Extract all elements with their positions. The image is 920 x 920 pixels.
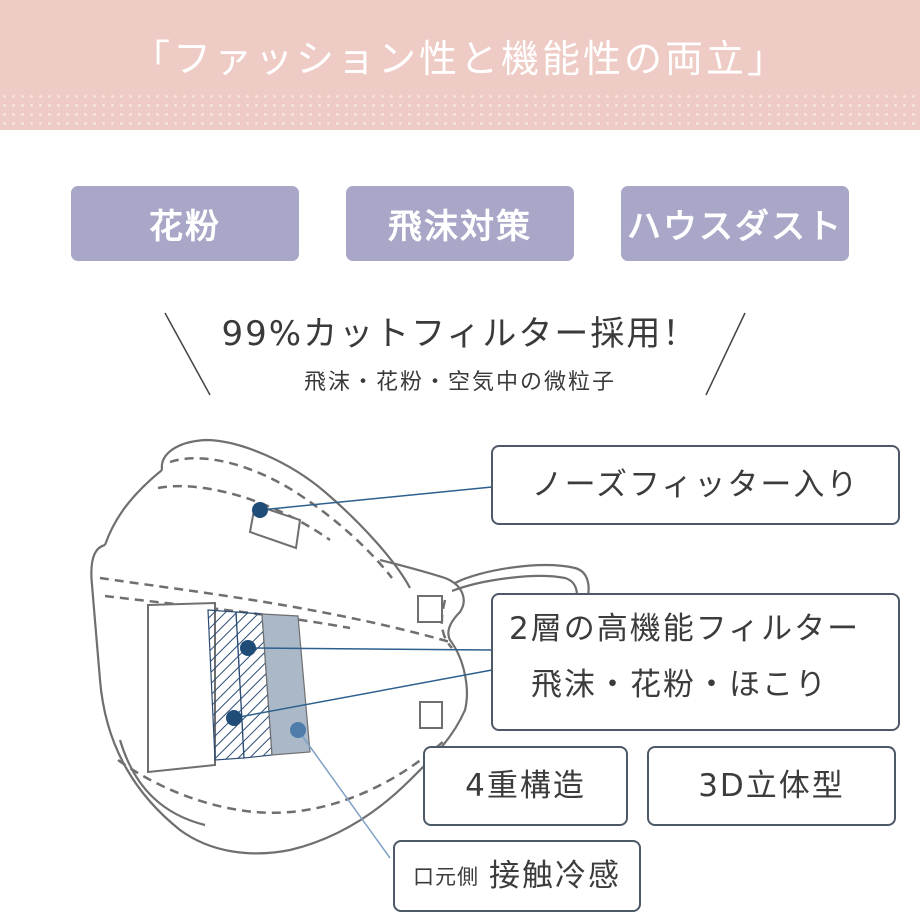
callout-filter-line1: 2層の高機能フィルター <box>509 611 861 647</box>
tag-house-dust: ハウスダスト <box>621 186 849 261</box>
callout-layers-text: 4重構造 <box>465 768 586 804</box>
callout-shape-text: 3D立体型 <box>698 768 845 804</box>
header-banner: 「ファッション性と機能性の両立」 <box>0 0 920 130</box>
callout-inner-prefix: 口元側 <box>413 865 479 889</box>
subline: 飛沫・花粉・空気中の微粒子 <box>303 370 616 395</box>
tag-pollen: 花粉 <box>71 186 299 261</box>
callout-layers: 4重構造 <box>423 746 628 826</box>
callout-inner-main: 接触冷感 <box>489 858 621 894</box>
callout-filter: 2層の高機能フィルター 飛沫・花粉・ほこり <box>491 593 900 731</box>
banner-dot-pattern <box>0 92 920 130</box>
tag-droplet: 飛沫対策 <box>346 186 574 261</box>
callout-nose-fitter: ノーズフィッター入り <box>491 445 900 525</box>
callout-filter-line2: 飛沫・花粉・ほこり <box>531 667 828 703</box>
banner-title: 「ファッション性と機能性の両立」 <box>131 37 788 81</box>
callout-nose-fitter-text: ノーズフィッター入り <box>531 467 860 503</box>
headline: 99%カットフィルター採用！ <box>221 314 699 354</box>
callout-shape: 3D立体型 <box>647 746 896 826</box>
callout-inner-cooling: 口元側 接触冷感 <box>393 840 641 912</box>
